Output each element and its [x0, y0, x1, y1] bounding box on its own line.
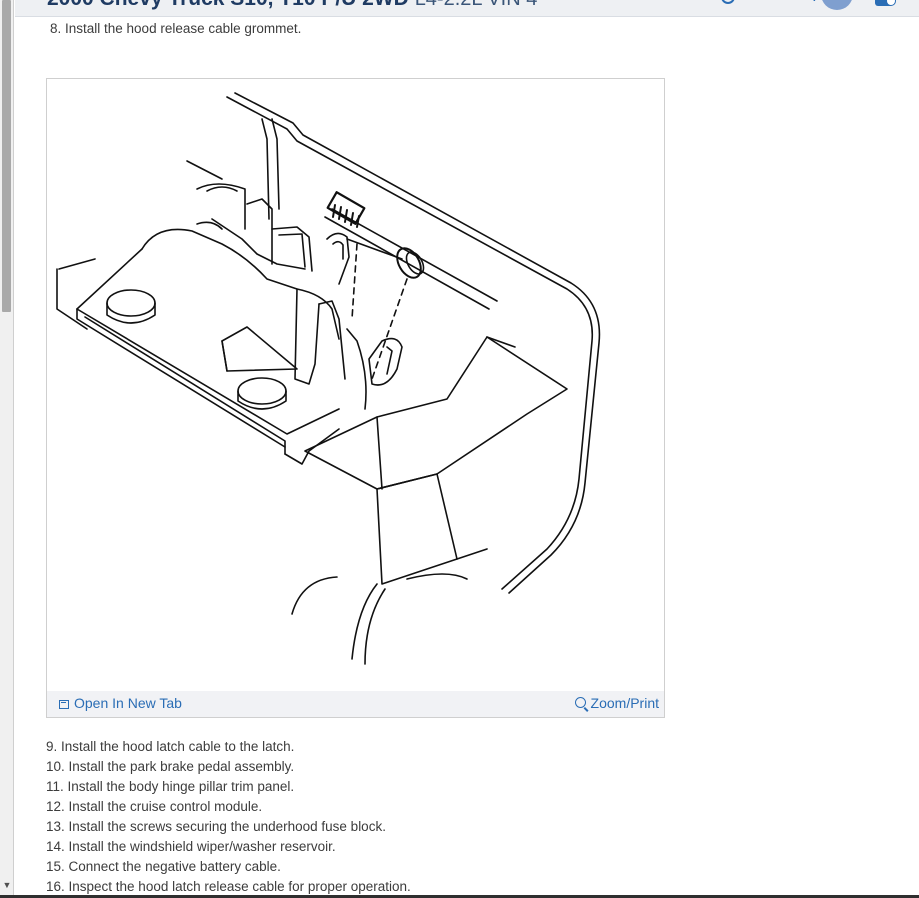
zoom-print-label: Zoom/Print [590, 695, 659, 711]
step-item: 11. Install the body hinge pillar trim p… [46, 779, 295, 794]
bottom-border [0, 895, 919, 898]
search-icon[interactable] [721, 0, 735, 4]
step-item: 15. Connect the negative battery cable. [46, 859, 281, 874]
step-item: 12. Install the cruise control module. [46, 799, 263, 814]
bolt-icon[interactable]: ϟ [809, 0, 817, 6]
vehicle-title-text: 2000 Chevy Truck S10, T10 P/U 2WD [47, 0, 409, 10]
zoom-print-link[interactable]: Zoom/Print [574, 695, 659, 711]
vehicle-engine-text: L4-2.2L VIN 4 [415, 0, 538, 10]
step-item: 14. Install the windshield wiper/washer … [46, 839, 336, 854]
step-item: 13. Install the screws securing the unde… [46, 819, 386, 834]
vertical-scrollbar[interactable]: ▼ [0, 0, 14, 898]
diagram-figure: Open In New Tab Zoom/Print [46, 78, 665, 718]
step-item: 9. Install the hood latch cable to the l… [46, 739, 295, 754]
zoom-icon [574, 697, 586, 708]
add-document-icon[interactable] [875, 0, 896, 6]
vehicle-title: 2000 Chevy Truck S10, T10 P/U 2WD L4-2.2… [47, 0, 537, 11]
steps-list: 9. Install the hood latch cable to the l… [46, 737, 411, 897]
scrollbar-thumb[interactable] [2, 0, 11, 312]
avatar[interactable] [821, 0, 853, 10]
step-item: 8. Install the hood release cable gromme… [50, 21, 302, 36]
scroll-down-arrow-icon[interactable]: ▼ [2, 880, 12, 890]
step-item: 16. Inspect the hood latch release cable… [46, 879, 411, 894]
new-tab-icon [59, 700, 69, 709]
page-header: 2000 Chevy Truck S10, T10 P/U 2WD L4-2.2… [15, 0, 919, 17]
open-in-new-tab-label: Open In New Tab [74, 695, 182, 711]
hood-latch-illustration [56, 92, 601, 665]
step-item: 10. Install the park brake pedal assembl… [46, 759, 295, 774]
figure-toolbar: Open In New Tab Zoom/Print [47, 691, 664, 717]
open-in-new-tab-link[interactable]: Open In New Tab [59, 695, 182, 711]
